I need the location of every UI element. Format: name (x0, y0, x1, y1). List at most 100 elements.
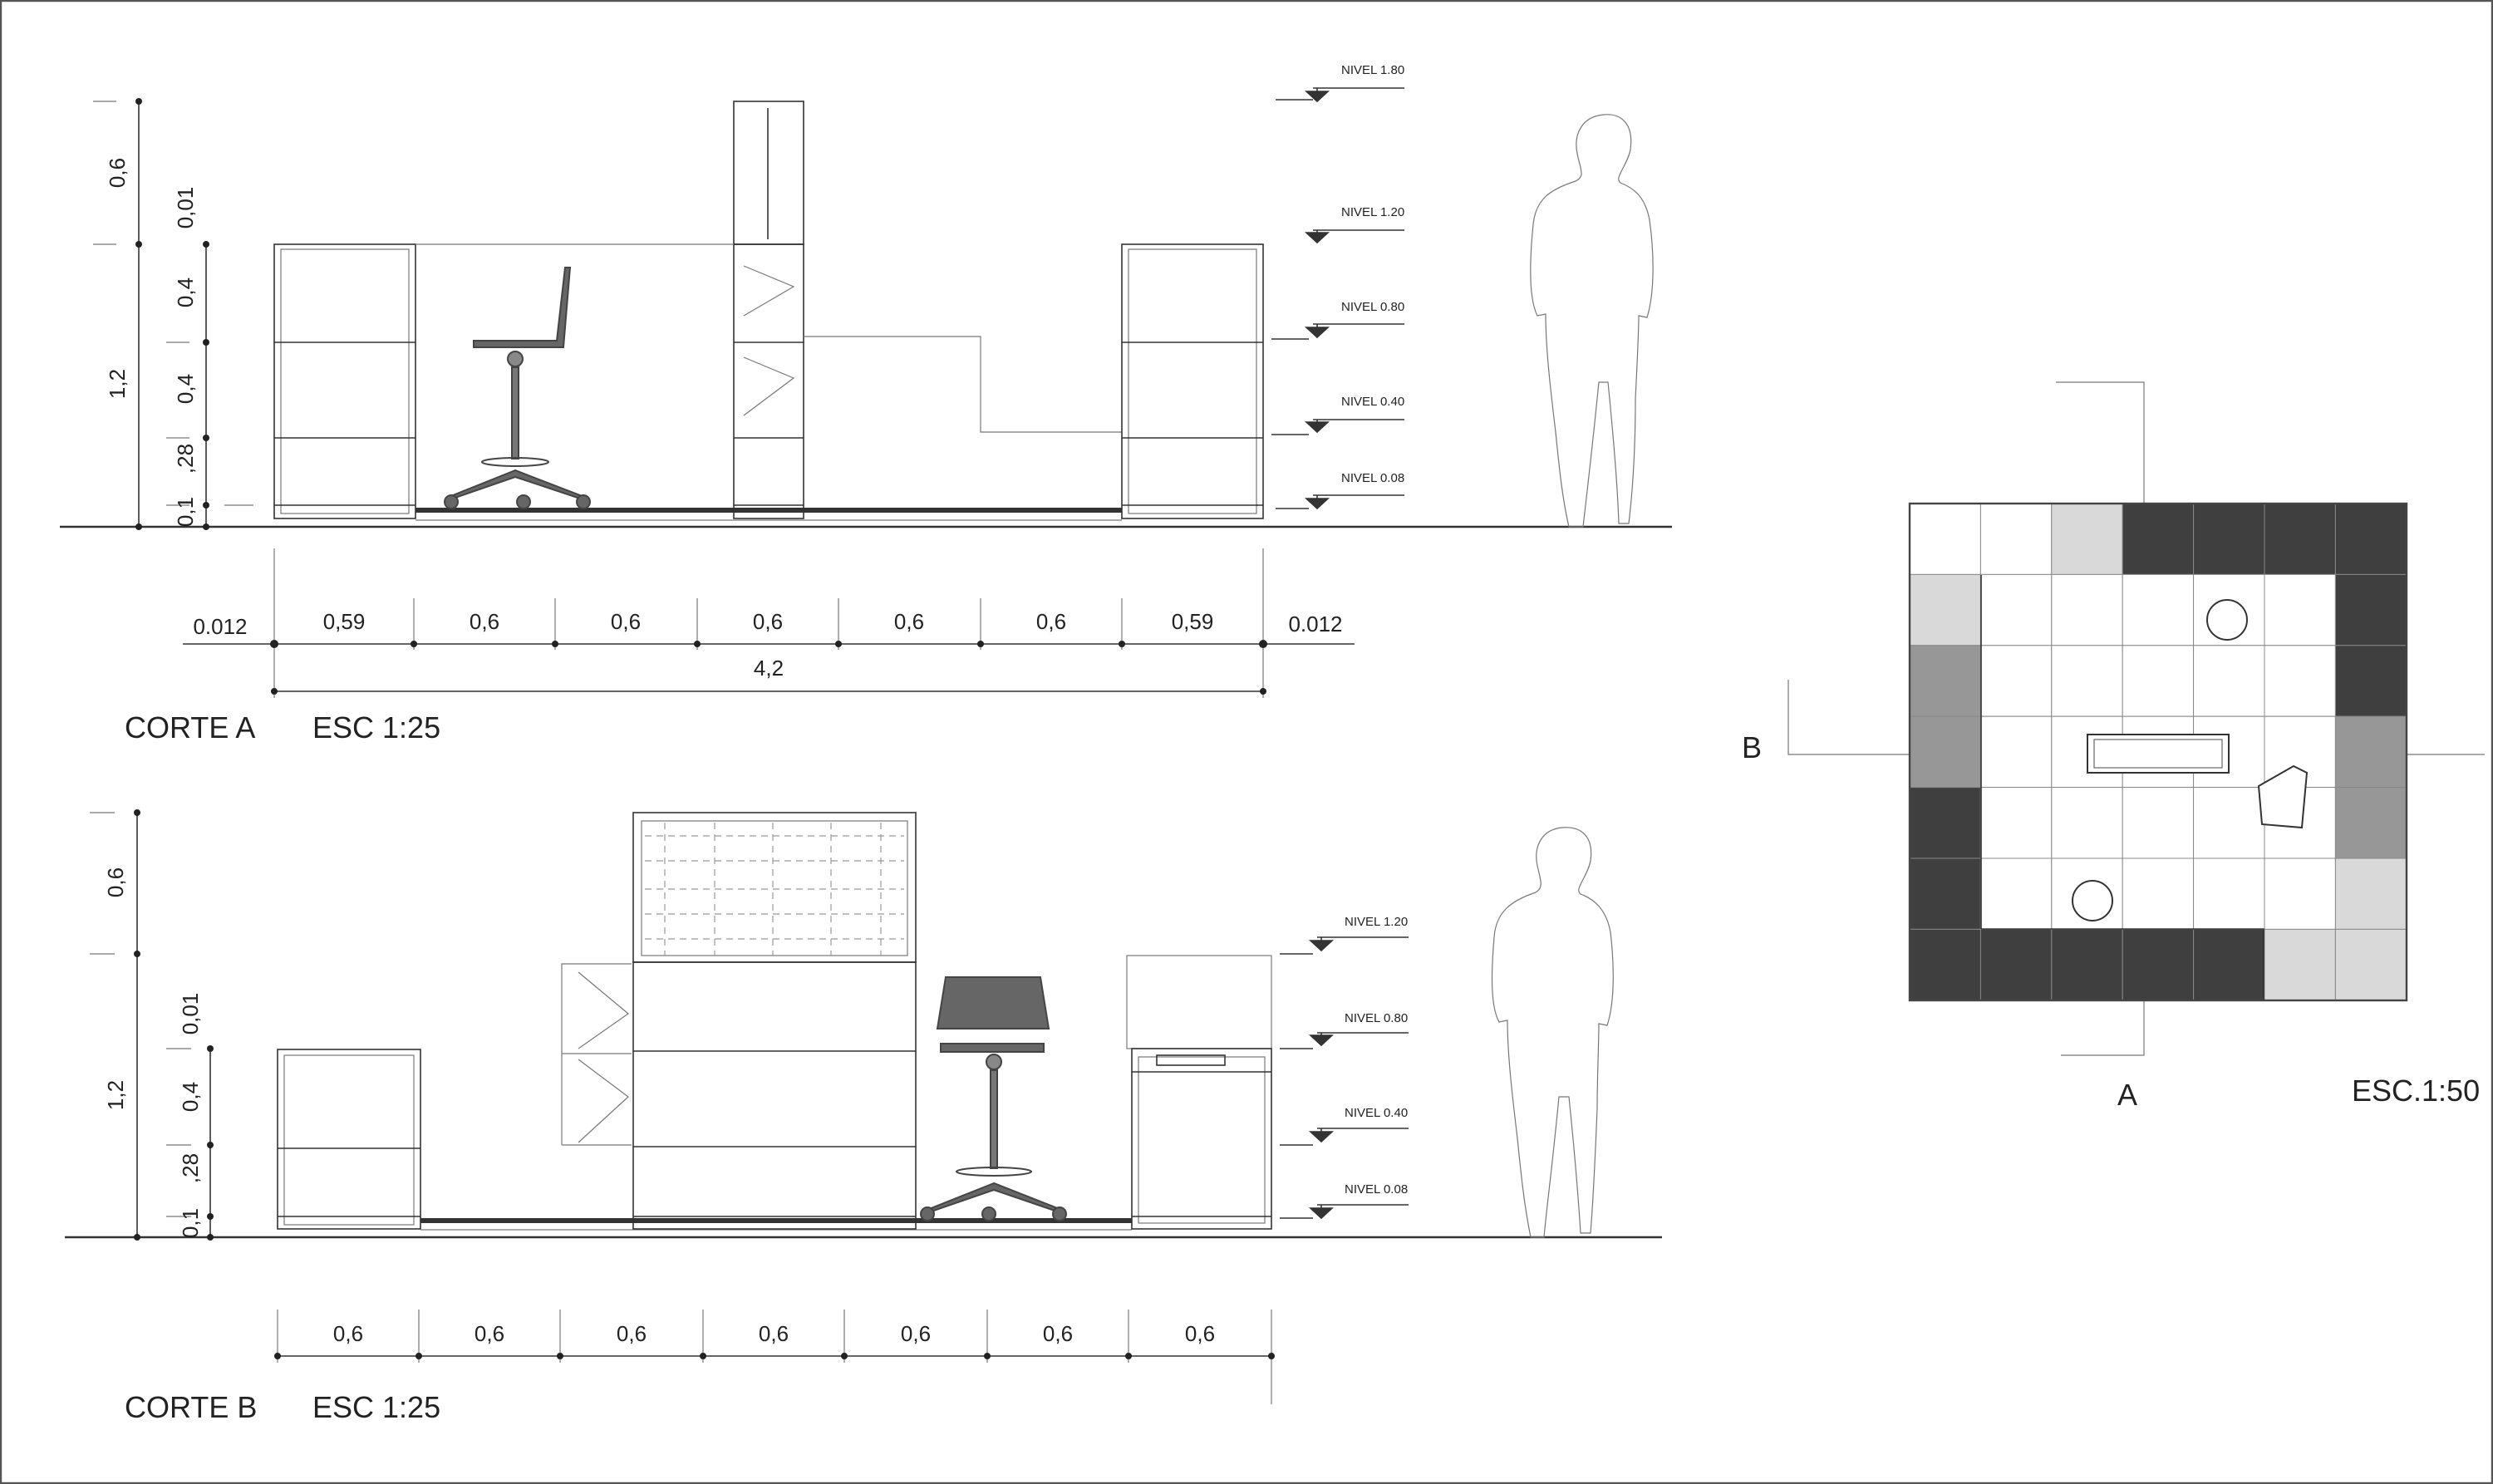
plan-tile (2264, 503, 2336, 575)
plan-tile (2122, 857, 2195, 930)
plan-table (2087, 734, 2230, 774)
dim-b-h-3: 0,6 (759, 1321, 789, 1346)
plan-tile (2264, 645, 2336, 717)
plan-tile (1909, 503, 1981, 575)
level-a-4: NIVEL 0.08 (1341, 471, 1404, 485)
central-tower-a (733, 101, 804, 519)
dim-b-h-6: 0,6 (1185, 1321, 1215, 1346)
plan-tile (2051, 928, 2123, 1001)
level-a-2: NIVEL 0.80 (1341, 300, 1404, 314)
plan-tile (2334, 787, 2407, 859)
dim-a-v-0: 0,6 (105, 158, 130, 188)
floor-plan: B A ESC.1:50 (1742, 381, 2485, 1112)
level-b-0: NIVEL 1.20 (1345, 915, 1408, 929)
dim-a-v-1: 0,01 (173, 187, 198, 229)
section-b-title: CORTE B (125, 1390, 257, 1424)
level-a-1: NIVEL 1.20 (1341, 205, 1404, 219)
shelf-unit-left-b (277, 1049, 421, 1230)
human-figure-b (1491, 827, 1614, 1238)
plan-scale: ESC.1:50 (2352, 1074, 2480, 1108)
plan-tile (2264, 928, 2336, 1001)
plan-tile (1979, 573, 2053, 646)
plan-cut-a-label: A (2117, 1078, 2137, 1112)
section-a: 0,6 0,01 0,4 1,2 0,4 ,28 0,1 NIVEL 1.80 … (60, 63, 1672, 744)
dim-b-h-5: 0,6 (1043, 1321, 1073, 1346)
section-b-scale: ESC 1:25 (312, 1390, 440, 1424)
section-b: 0,6 0,01 0,4 1,2 ,28 0,1 NIVEL 1.20 NIVE… (65, 809, 1662, 1424)
dim-a-h-0: 0.012 (193, 614, 247, 639)
dim-b-v-1: 0,01 (178, 993, 203, 1035)
horizontal-dims-a (183, 548, 1355, 698)
level-a-0: NIVEL 1.80 (1341, 63, 1404, 77)
desk-outline-a (804, 336, 1122, 433)
plan-tile (2334, 573, 2407, 646)
plan-tile (1979, 928, 2053, 1001)
plan-tile (2193, 787, 2265, 859)
chair-b (920, 976, 1067, 1221)
dim-a-h-7: 0,59 (1172, 609, 1214, 634)
plan-tile (2334, 503, 2407, 575)
plan-tile (2264, 857, 2336, 930)
plan-tile (2122, 787, 2195, 859)
section-a-title: CORTE A (125, 710, 255, 744)
dim-b-h-0: 0,6 (333, 1321, 363, 1346)
level-b-2: NIVEL 0.40 (1345, 1106, 1408, 1120)
dim-a-v-4: 0,4 (173, 374, 198, 404)
plan-tile (2122, 573, 2195, 646)
dim-b-h-2: 0,6 (617, 1321, 647, 1346)
plan-tile (2051, 787, 2123, 859)
horizontal-dims-b (274, 1310, 1275, 1404)
plan-tile (2122, 928, 2195, 1001)
level-markers-a (1271, 87, 1404, 510)
plan-tile (2051, 503, 2123, 575)
plan-tile (2122, 503, 2195, 575)
level-markers-b (1280, 936, 1409, 1220)
vertical-dims-b (90, 809, 214, 1241)
plan-tile (2334, 715, 2407, 789)
dim-b-v-5: 0,1 (178, 1208, 203, 1238)
plan-tile (2193, 503, 2265, 575)
dim-b-h-1: 0,6 (475, 1321, 504, 1346)
dim-a-v-3: 1,2 (105, 369, 130, 399)
plan-tile (1979, 645, 2053, 717)
plan-tile (1909, 715, 1981, 789)
plan-cut-b-label: B (1742, 730, 1762, 764)
vertical-dims-a (93, 98, 253, 530)
plan-tile (2193, 857, 2265, 930)
dim-b-v-4: ,28 (178, 1153, 203, 1183)
human-figure-a (1530, 114, 1654, 528)
dim-a-v-2: 0,4 (173, 278, 198, 307)
plan-tile (2051, 573, 2123, 646)
central-storage-b (632, 812, 917, 1230)
plan-tile (1909, 645, 1981, 717)
level-b-1: NIVEL 0.80 (1345, 1011, 1408, 1025)
plan-tile (2334, 928, 2407, 1001)
plan-stool-2 (2072, 880, 2113, 921)
plan-tile (1909, 573, 1981, 646)
plan-tile (2122, 645, 2195, 717)
section-a-scale: ESC 1:25 (312, 710, 440, 744)
dim-b-v-2: 0,4 (178, 1082, 203, 1112)
plan-tile (2193, 645, 2265, 717)
dim-a-h-5: 0,6 (894, 609, 924, 634)
level-b-3: NIVEL 0.08 (1345, 1182, 1408, 1197)
plan-tile (2264, 573, 2336, 646)
plan-tile (1909, 787, 1981, 859)
dim-b-v-0: 0,6 (103, 867, 128, 897)
plan-tile (1909, 928, 1981, 1001)
dim-a-h-6: 0,6 (1036, 609, 1066, 634)
plan-tile (1979, 787, 2053, 859)
dim-a-h-8: 0.012 (1288, 612, 1342, 636)
dim-a-v-6: 0,1 (173, 497, 198, 527)
dim-b-h-4: 0,6 (901, 1321, 931, 1346)
dim-b-v-3: 1,2 (103, 1080, 128, 1110)
shelf-unit-right-a (1121, 243, 1264, 519)
plan-tile (2334, 857, 2407, 930)
plan-tile (1979, 715, 2053, 789)
level-a-3: NIVEL 0.40 (1341, 395, 1404, 409)
dim-a-h-3: 0,6 (611, 609, 641, 634)
dim-a-v-5: ,28 (173, 444, 198, 474)
shelf-unit-left-a (273, 243, 416, 519)
